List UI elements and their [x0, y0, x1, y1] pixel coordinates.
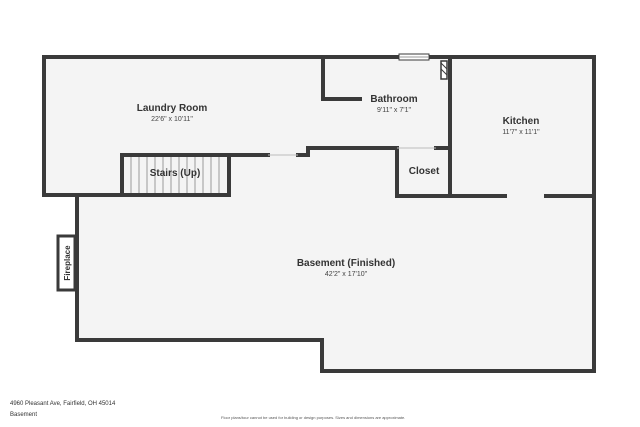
fireplace: Fireplace: [56, 234, 77, 292]
laundry-room-name: Laundry Room: [137, 103, 208, 114]
basement-dims: 42'2" x 17'10": [325, 271, 368, 278]
bathroom-window: [398, 53, 430, 61]
room-labels: Laundry Room 22'6" x 10'11" Bathroom 9'1…: [137, 94, 540, 278]
bathroom-name: Bathroom: [370, 94, 417, 105]
floor-fill: [44, 57, 594, 371]
bathroom-fixture: [440, 60, 448, 80]
property-address: 4960 Pleasant Ave, Fairfield, OH 45014: [10, 401, 116, 407]
door-openings: [268, 147, 436, 156]
stair-treads: [130, 157, 220, 194]
basement-name: Basement (Finished): [297, 258, 395, 269]
floor-level-label: Basement: [10, 412, 38, 418]
laundry-room-dims: 22'6" x 10'11": [151, 116, 193, 123]
stairs-name: Stairs (Up): [150, 168, 201, 179]
fireplace-label: Fireplace: [63, 245, 72, 281]
disclaimer-text: Floor plans/tour cannot be used for buil…: [221, 415, 406, 420]
bathroom-dims: 9'11" x 7'1": [377, 107, 411, 114]
kitchen-dims: 11'7" x 11'1": [502, 129, 540, 136]
walls: [42, 55, 596, 373]
closet-name: Closet: [409, 166, 440, 177]
kitchen-name: Kitchen: [503, 116, 540, 127]
